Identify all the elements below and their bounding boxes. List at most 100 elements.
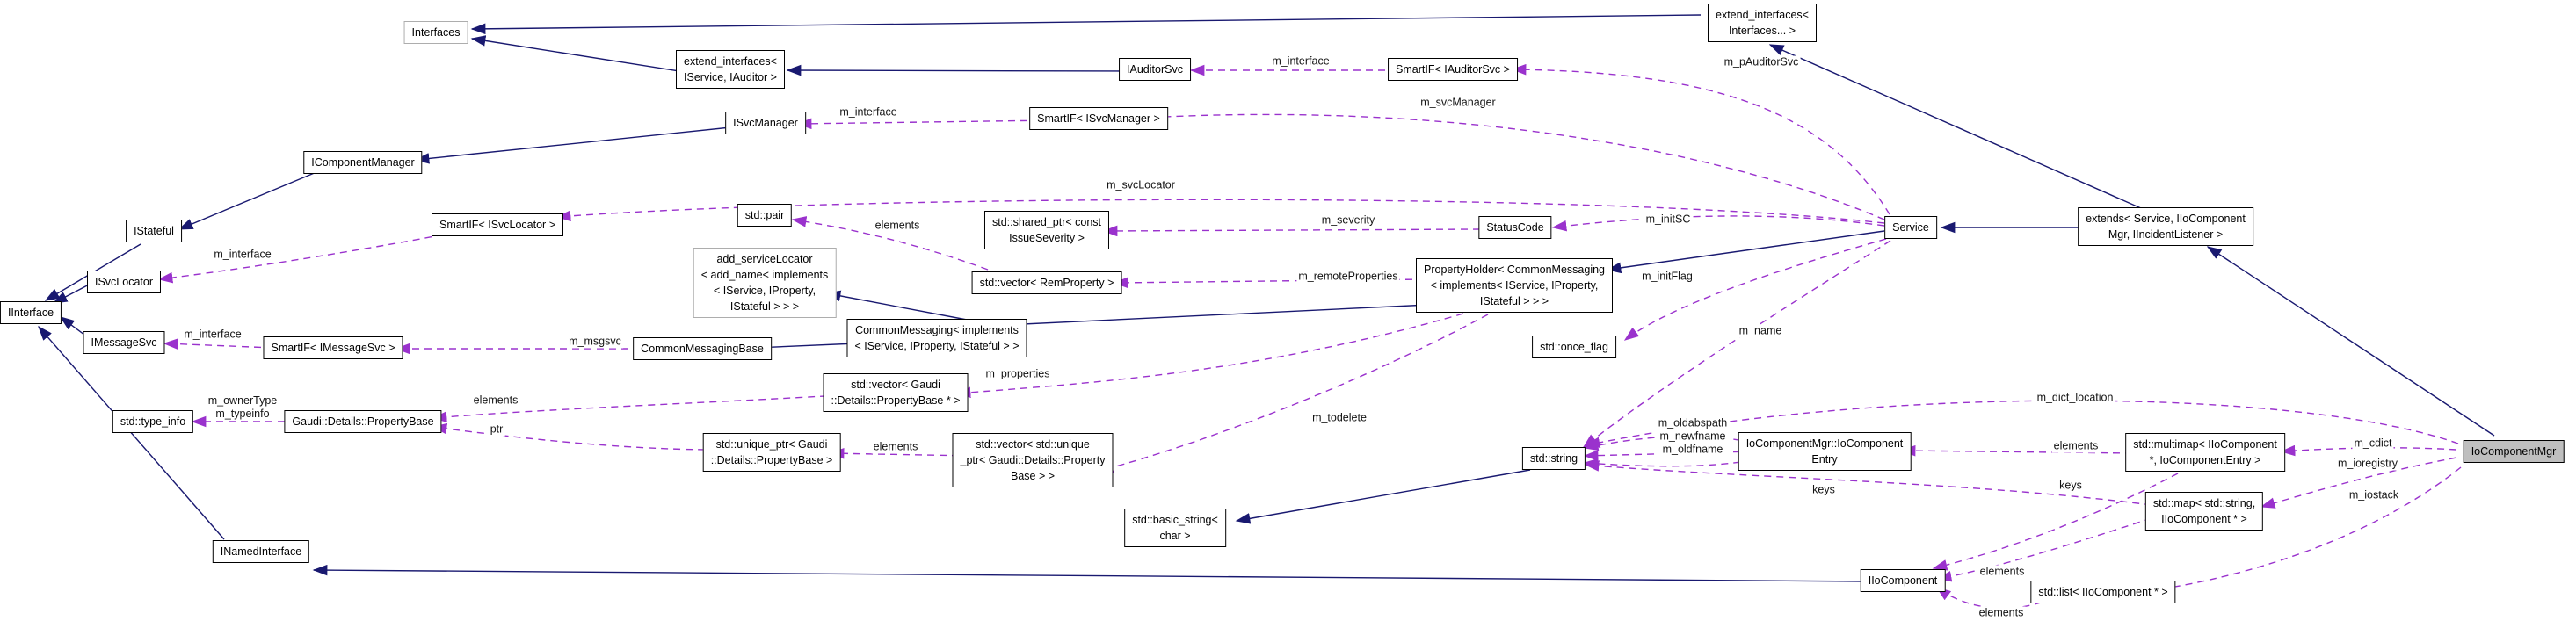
node-smartif-isvclocator[interactable]: SmartIF< ISvcLocator >	[432, 213, 563, 236]
node-vector-propertybase-ptr[interactable]: std::vector< Gaudi ::Details::PropertyBa…	[823, 373, 969, 412]
node-std-multimap[interactable]: std::multimap< IIoComponent *, IoCompone…	[2125, 433, 2285, 472]
edge-entry-to-string-oldabspath	[1583, 435, 1753, 451]
edge-smartifsvcmgr-to-isvcmanager	[796, 118, 1053, 130]
edge-label-m-pauditorsvc: m_pAuditorSvc	[1722, 55, 1801, 69]
edge-uniqueptr-to-propertybase	[432, 422, 718, 451]
edge-vectorrem-to-stdpair	[791, 216, 989, 271]
edge-label-m-todelete: m_todelete	[1310, 411, 1368, 425]
usage-edges	[157, 63, 2462, 610]
edge-label-m-svcmanager: m_svcManager	[1419, 96, 1498, 110]
node-std-once-flag[interactable]: std::once_flag	[1532, 336, 1616, 358]
edge-vectorpropertybase-to-propertybase	[432, 394, 840, 422]
node-smartif-iauditorsvc[interactable]: SmartIF< IAuditorSvc >	[1388, 58, 1518, 81]
node-std-string[interactable]: std::string	[1521, 447, 1586, 470]
edge-extends-to-extintfdots	[1768, 44, 2142, 209]
edge-label-m-msgsvc: m_msgsvc	[567, 335, 623, 349]
edge-extintfdots-to-interfaces	[470, 14, 1702, 35]
node-imessagesvc[interactable]: IMessageSvc	[83, 331, 165, 354]
node-istateful[interactable]: IStateful	[126, 220, 182, 242]
node-iiocomponent[interactable]: IIoComponent	[1860, 569, 1946, 592]
edge-label-elements-uniqueptr: elements	[871, 440, 920, 454]
edge-string-to-basicstring	[1235, 469, 1531, 524]
node-std-pair[interactable]: std::pair	[737, 204, 793, 227]
edge-label-m-svclocator: m_svcLocator	[1105, 178, 1177, 192]
edge-label-elements-pair: elements	[873, 219, 922, 233]
edge-label-elements-propertybase: elements	[471, 393, 520, 408]
node-std-type-info[interactable]: std::type_info	[112, 410, 194, 433]
edge-map-to-iiocomponent	[1936, 517, 2152, 582]
node-iauditorsvc[interactable]: IAuditorSvc	[1119, 58, 1191, 81]
edge-statuscode-to-sharedptr	[1102, 225, 1481, 237]
node-vector-unique-ptr[interactable]: std::vector< std::unique _ptr< Gaudi::De…	[952, 433, 1114, 487]
node-smartif-isvcmanager[interactable]: SmartIF< ISvcManager >	[1029, 107, 1168, 130]
node-extends-service[interactable]: extends< Service, IIoComponent Mgr, IInc…	[2078, 207, 2253, 246]
edge-propertyholder-to-vectorpropertybase	[955, 313, 1464, 399]
node-add-servicelocator[interactable]: add_serviceLocator < add_name< implement…	[693, 248, 837, 318]
edge-service-to-propertyholder	[1606, 230, 1885, 274]
edge-commonmessaging-to-addservicelocator	[825, 290, 968, 321]
node-unique-ptr-propertybase[interactable]: std::unique_ptr< Gaudi ::Details::Proper…	[702, 433, 841, 472]
edge-label-m-remoteproperties: m_remoteProperties	[1296, 270, 1400, 284]
edge-service-to-string	[1582, 240, 1891, 448]
edge-smartifsvclocator-to-isvclocator	[157, 234, 445, 284]
edge-multimap-to-iiocomponent	[1932, 473, 2179, 571]
edge-label-m-severity: m_severity	[1319, 213, 1377, 227]
node-interfaces[interactable]: Interfaces	[403, 21, 468, 44]
edge-iauditorsvc-to-extintf2	[786, 64, 1124, 76]
edge-iocomponentmgr-to-map	[2260, 457, 2457, 509]
node-std-map[interactable]: std::map< std::string, IIoComponent * >	[2144, 492, 2264, 531]
edge-iocomponentmgr-to-list	[2158, 466, 2462, 593]
edge-inamedinterface-to-iinterface	[38, 325, 225, 540]
node-isvclocator[interactable]: ISvcLocator	[86, 271, 162, 293]
edge-label-m-interface-auditor: m_interface	[1270, 54, 1332, 69]
edge-smartifmsgsvc-to-imessagesvc	[163, 338, 274, 350]
node-commonmessagingbase[interactable]: CommonMessagingBase	[633, 337, 772, 360]
edge-icomponentmanager-to-istateful	[178, 171, 317, 230]
node-iocomponententry[interactable]: IoComponentMgr::IoComponent Entry	[1738, 432, 1912, 471]
edge-service-to-smartifauditor	[1511, 63, 1890, 215]
edge-multimap-to-entry	[1900, 444, 2133, 457]
edge-label-m-interface-svcmanager: m_interface	[838, 105, 899, 119]
node-std-basic-string[interactable]: std::basic_string< char >	[1124, 509, 1226, 547]
node-propertyholder[interactable]: PropertyHolder< CommonMessaging < implem…	[1416, 258, 1613, 313]
node-extend-interfaces-iservice-iauditor[interactable]: extend_interfaces< IService, IAuditor >	[676, 50, 785, 89]
node-extend-interfaces-dots[interactable]: extend_interfaces< Interfaces... >	[1708, 4, 1817, 42]
edge-label-keys-string: keys	[1810, 483, 1837, 497]
node-isvcmanager[interactable]: ISvcManager	[725, 112, 806, 134]
edge-label-elements-iiocomponent-list: elements	[1977, 606, 2026, 620]
node-icomponentmanager[interactable]: IComponentManager	[303, 151, 423, 174]
node-inamedinterface[interactable]: INamedInterface	[212, 540, 310, 563]
edge-service-to-onceflag	[1623, 238, 1887, 341]
node-shared-ptr-issueseverity[interactable]: std::shared_ptr< const IssueSeverity >	[983, 211, 1110, 249]
edge-label-keys-iiocomponent: keys	[2057, 479, 2084, 493]
node-iinterface[interactable]: IInterface	[0, 301, 62, 324]
edge-label-m-iostack: m_iostack	[2347, 488, 2401, 502]
edge-label-m-ioregistry: m_ioregistry	[2335, 457, 2400, 471]
inheritance-edges	[38, 14, 2495, 582]
edge-label-path-fields: m_oldabspath m_newfname m_oldfname	[1656, 416, 1730, 457]
edge-extintf2-to-interfaces	[470, 35, 680, 72]
node-service[interactable]: Service	[1884, 216, 1937, 239]
edge-isvcmanager-to-icomponentmanager	[414, 126, 740, 164]
edge-label-elements-entry: elements	[2051, 439, 2101, 453]
edge-label-ptr: ptr	[488, 422, 505, 437]
node-iocomponentmgr-main: IoComponentMgr	[2463, 440, 2565, 463]
node-commonmessaging[interactable]: CommonMessaging< implements < IService, …	[846, 319, 1027, 357]
node-statuscode[interactable]: StatusCode	[1478, 216, 1552, 239]
edge-service-to-statuscode	[1551, 215, 1885, 232]
edge-entry-to-string-oldfname	[1583, 458, 1753, 470]
edge-label-m-properties: m_properties	[983, 367, 1052, 381]
edge-propertyholder-to-commonmessaging	[1003, 304, 1430, 330]
node-vector-remproperty[interactable]: std::vector< RemProperty >	[971, 271, 1122, 294]
edge-label-m-ownertype-m-typeinfo: m_ownerType m_typeinfo	[206, 394, 279, 421]
edge-iiocomponent-to-inamedinterface	[312, 564, 1871, 582]
edge-vectoruniqueptr-to-uniqueptr	[829, 447, 972, 459]
edge-service-to-smartifsvcmgr	[1146, 111, 1885, 220]
node-smartif-imessagesvc[interactable]: SmartIF< IMessageSvc >	[263, 336, 403, 359]
node-gaudi-propertybase[interactable]: Gaudi::Details::PropertyBase	[284, 410, 442, 433]
edge-label-m-interface-messagesvc: m_interface	[182, 328, 243, 342]
edge-label-m-name: m_name	[1737, 324, 1784, 338]
edge-label-m-cdict: m_cdict	[2352, 437, 2394, 451]
edge-iocomponentmgr-to-extends	[2206, 246, 2495, 437]
node-std-list-iiocomponent[interactable]: std::list< IIoComponent * >	[2030, 581, 2176, 603]
